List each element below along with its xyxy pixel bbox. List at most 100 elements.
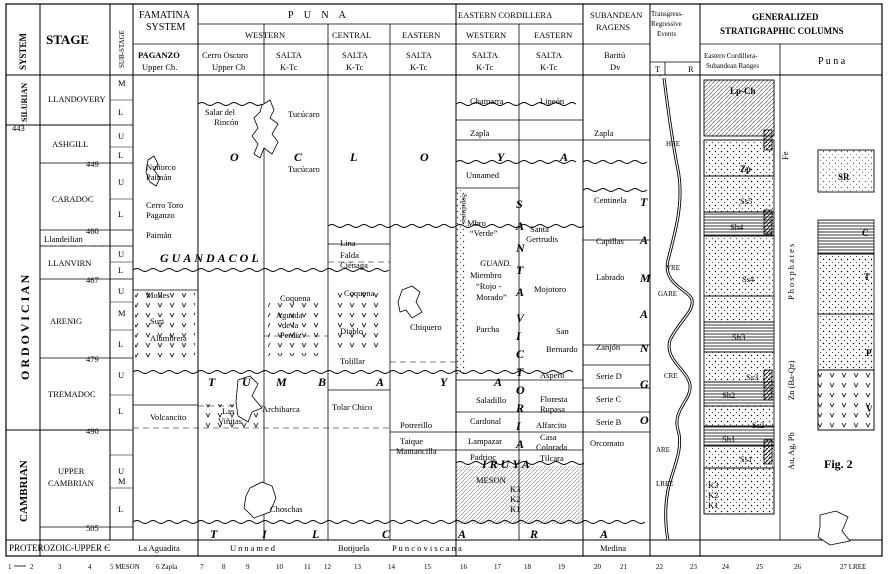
fm-rupasa: Rupasa xyxy=(540,404,565,414)
age-443: 443 xyxy=(12,123,25,133)
stage-ashgill: ASHGILL xyxy=(52,139,88,149)
tamango-1: A xyxy=(639,233,649,247)
fm-san: San xyxy=(556,326,570,336)
formations-puna: Salar del Rincón Tucúcaro Tucúcaro Coque… xyxy=(205,107,442,553)
trans-2: Regressive xyxy=(651,20,682,28)
fm-tolillar: Tolillar xyxy=(340,356,365,366)
tamango-6: O xyxy=(640,413,650,427)
sub-12: L xyxy=(118,406,123,416)
sub-2: U xyxy=(118,131,124,141)
fm-mojotoro: Mojotoro xyxy=(534,284,566,294)
tamango-3: A xyxy=(639,307,649,321)
famatina-header-2: SYSTEM xyxy=(146,22,186,33)
fm-tucucaro: Tucúcaro xyxy=(288,109,320,119)
fm-cerro-toro: Cerro Toro xyxy=(146,200,183,210)
fm-paiman: Paimán xyxy=(146,172,172,182)
legend-19: 19 xyxy=(558,563,566,571)
stage-llandeilian: Llandeilian xyxy=(44,234,83,244)
puna-western: WESTERN xyxy=(245,30,285,40)
fm-morado: Morado” xyxy=(476,292,507,302)
fm-mbro: Mbro xyxy=(467,218,486,228)
fm-choschas: Choschas xyxy=(270,504,303,514)
unconformities xyxy=(132,102,648,524)
generalized-2: STRATIGRAPHIC COLUMNS xyxy=(720,26,844,36)
sub-15: L xyxy=(118,504,123,514)
oclo-2: L xyxy=(349,150,358,164)
unit-pw1-2: Upper Cb xyxy=(212,62,245,72)
stage-tremadoc: TREMADOC xyxy=(48,389,96,399)
tumbaya-1: U xyxy=(242,375,252,389)
tamango-4: N xyxy=(639,341,650,355)
lithology-fills xyxy=(135,190,583,524)
substage-header: SUB-STAGE xyxy=(118,30,126,68)
sub-4: U xyxy=(118,177,124,187)
santa-2: N xyxy=(515,241,526,255)
formations-other: K3 K2 K1 Unnamed P u n c o v i s c a n a… xyxy=(230,194,520,553)
fm-molles: Molles xyxy=(146,290,170,300)
system-proterozoic: PROTEROZOIC-UPPER Є xyxy=(9,543,110,553)
age-479: 479 xyxy=(86,354,99,364)
fm-rincon: Rincón xyxy=(214,117,239,127)
unit-ece-2: K-Tc xyxy=(540,62,558,72)
fm-mantancilla: Mantancilla xyxy=(396,446,437,456)
column-puna xyxy=(817,149,875,431)
tr-are: ARE xyxy=(656,446,670,454)
colp-t: T xyxy=(864,272,870,282)
sub-9: M xyxy=(118,308,126,318)
sub-0: M xyxy=(118,78,126,88)
fm-botijuela: Botijuela xyxy=(338,543,369,553)
legend-23: 23 xyxy=(690,563,698,571)
unit-pw2: SALTA xyxy=(276,50,303,60)
fm-potrerillo: Potrerillo xyxy=(400,420,432,430)
tilcara-6: A xyxy=(599,527,609,541)
colp-sr: SR xyxy=(838,172,850,182)
fig-2-label: Fig. 2 xyxy=(824,457,853,471)
unit-ecw-2: K-Tc xyxy=(476,62,494,72)
fm-orcomato: Orcomato xyxy=(590,438,624,448)
fm-serie-c: Serie C xyxy=(596,394,622,404)
legend-27: 27 LREE xyxy=(840,563,866,571)
legend-2: 2 xyxy=(30,563,34,571)
oclo-3: O xyxy=(420,150,430,164)
tilcara-5: R xyxy=(529,527,539,541)
stage-caradoc: CARADOC xyxy=(52,194,94,204)
fm-coquena-w: Coquena xyxy=(280,293,310,303)
legend-22: 22 xyxy=(656,563,664,571)
santa-3: T xyxy=(516,263,524,277)
fm-las: Las xyxy=(222,406,234,416)
fm-la-aguadita: La Aguadita xyxy=(138,543,180,553)
puna-central: CENTRAL xyxy=(332,30,371,40)
fm-chiquero: Chiquero xyxy=(410,322,442,332)
trans-1: Transgress- xyxy=(651,10,684,18)
fm-saladillo: Saladillo xyxy=(476,395,506,405)
unit-pc-2: K-Tc xyxy=(346,62,364,72)
victoria-7: A xyxy=(515,437,525,451)
fm-salar: Salar del xyxy=(205,107,236,117)
legend-15: 15 xyxy=(424,563,432,571)
stage-upper: UPPER xyxy=(58,466,85,476)
ec-eastern: EASTERN xyxy=(534,30,572,40)
sub-10: L xyxy=(118,339,123,349)
fm-nunorco: Nuñorco xyxy=(146,162,176,172)
stage-arenig: ARENIG xyxy=(50,316,82,326)
fm-aguada: Aguada xyxy=(276,310,303,320)
col-k2: K2 xyxy=(708,490,718,500)
fm-falda: Falda xyxy=(340,250,359,260)
victoria-5: R xyxy=(515,401,525,415)
col-ss1: Ss1 xyxy=(740,454,752,464)
santa-1: A xyxy=(515,219,525,233)
age-449: 449 xyxy=(86,159,99,169)
col-zn: Zn (Ba-Qz) xyxy=(786,360,796,400)
victoria-0: V xyxy=(516,311,525,325)
fm-k3: K3 xyxy=(510,484,520,494)
ec-western: WESTERN xyxy=(466,30,506,40)
col-sh3: Sh3 xyxy=(732,332,745,342)
trans-r: R xyxy=(688,64,694,74)
fm-padrioc: Padrioc xyxy=(470,452,496,462)
legend-26: 26 xyxy=(794,563,802,571)
fm-chamarra: Chamarra xyxy=(470,96,504,106)
fm-casa: Casa xyxy=(540,432,557,442)
sub-13: U xyxy=(118,466,124,476)
victoria-6: I xyxy=(515,419,522,433)
col-puna: P u n a xyxy=(818,56,846,67)
